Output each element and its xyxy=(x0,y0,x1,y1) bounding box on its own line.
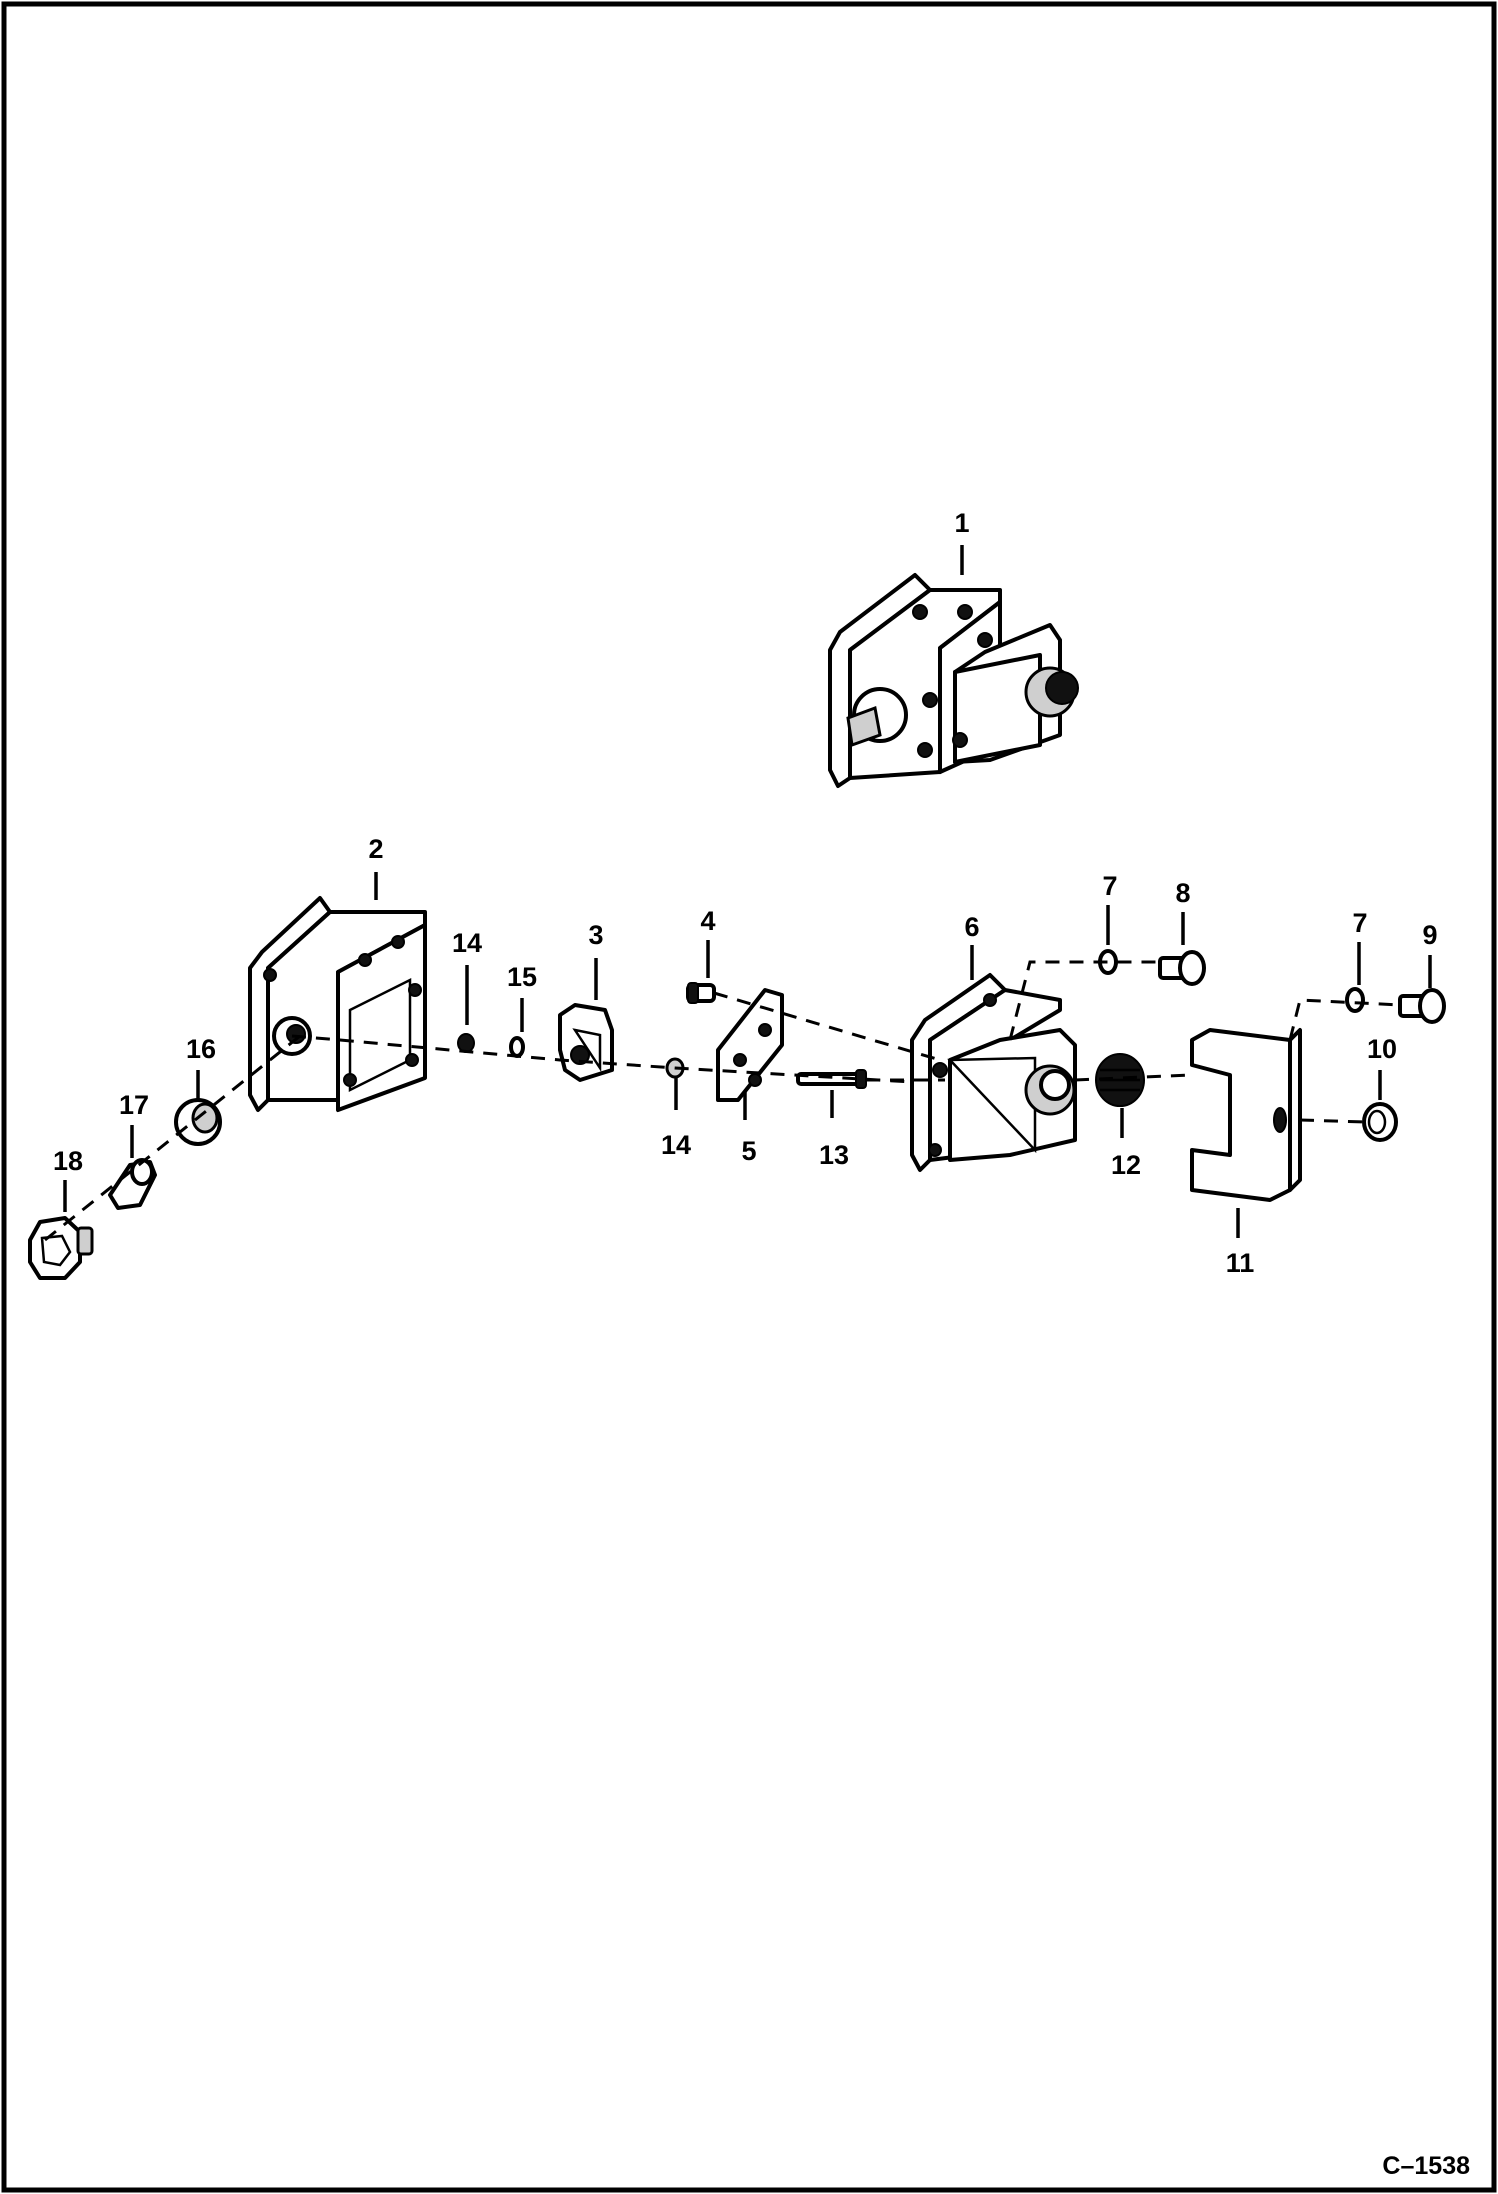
part-11-bracket xyxy=(1190,1028,1302,1202)
callout-14a: 14 xyxy=(452,928,482,958)
part-15-ring xyxy=(509,1036,525,1058)
callout-4: 4 xyxy=(700,906,715,936)
callout-9: 9 xyxy=(1422,920,1437,950)
callout-17: 17 xyxy=(119,1090,149,1120)
callout-11: 11 xyxy=(1226,1248,1255,1278)
part-3-bearing-block xyxy=(558,1003,614,1082)
callout-5: 5 xyxy=(741,1136,756,1166)
part-6-rear-section xyxy=(910,973,1077,1172)
assembly-lines xyxy=(44,960,1401,1242)
callout-13: 13 xyxy=(819,1140,849,1170)
callout-labels: 1 2 3 4 5 6 7 8 7 9 10 11 12 13 14 14 15… xyxy=(53,508,1438,1278)
callout-14b: 14 xyxy=(661,1130,691,1160)
part-9-bolt xyxy=(1398,988,1446,1024)
callout-15: 15 xyxy=(507,962,537,992)
leader-lines xyxy=(63,545,1432,1238)
callout-10: 10 xyxy=(1367,1034,1397,1064)
callout-12: 12 xyxy=(1111,1150,1141,1180)
part-16-bushing xyxy=(174,1098,222,1146)
callout-2: 2 xyxy=(368,834,383,864)
part-5-plate xyxy=(716,988,784,1102)
callout-7b: 7 xyxy=(1352,908,1367,938)
part-14-ball-a xyxy=(457,1033,475,1053)
part-7-o-ring-b xyxy=(1345,987,1365,1013)
callout-18: 18 xyxy=(53,1146,83,1176)
part-2-front-housing xyxy=(248,896,427,1112)
callout-3: 3 xyxy=(588,920,603,950)
figure-id: C–1538 xyxy=(1382,2152,1470,2180)
part-4-screw xyxy=(686,982,716,1004)
callout-16: 16 xyxy=(186,1034,216,1064)
callout-8: 8 xyxy=(1175,878,1190,908)
callout-7a: 7 xyxy=(1102,871,1117,901)
part-10-seal xyxy=(1362,1102,1398,1142)
callout-6: 6 xyxy=(964,912,979,942)
part-1-pump-assembly xyxy=(828,573,1079,788)
callout-1: 1 xyxy=(954,508,969,538)
part-18-nut xyxy=(28,1216,94,1280)
part-17-fitting xyxy=(108,1158,157,1210)
part-8-bolt xyxy=(1158,950,1206,986)
